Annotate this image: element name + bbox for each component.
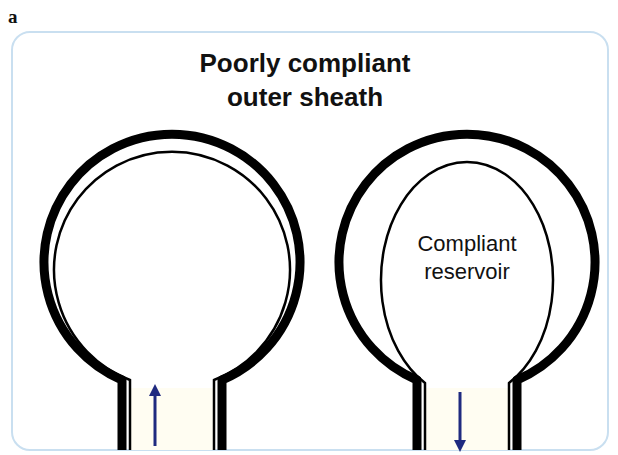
flow-arrow [459, 392, 462, 446]
stem-fill [426, 388, 508, 450]
outer-sheath [339, 134, 595, 450]
panel-frame [12, 32, 608, 450]
reservoir-label: Compliant reservoir [392, 230, 542, 286]
outer-sheath [44, 134, 300, 450]
stem-fill [131, 388, 213, 450]
panel-letter: a [8, 6, 18, 28]
flow-arrow [154, 390, 157, 446]
panel-title: Poorly compliant outer sheath [175, 46, 435, 114]
compliant-reservoir-outline [381, 162, 553, 450]
inner-reservoir [54, 152, 290, 450]
node-text: Compliant reservoir [392, 230, 542, 286]
